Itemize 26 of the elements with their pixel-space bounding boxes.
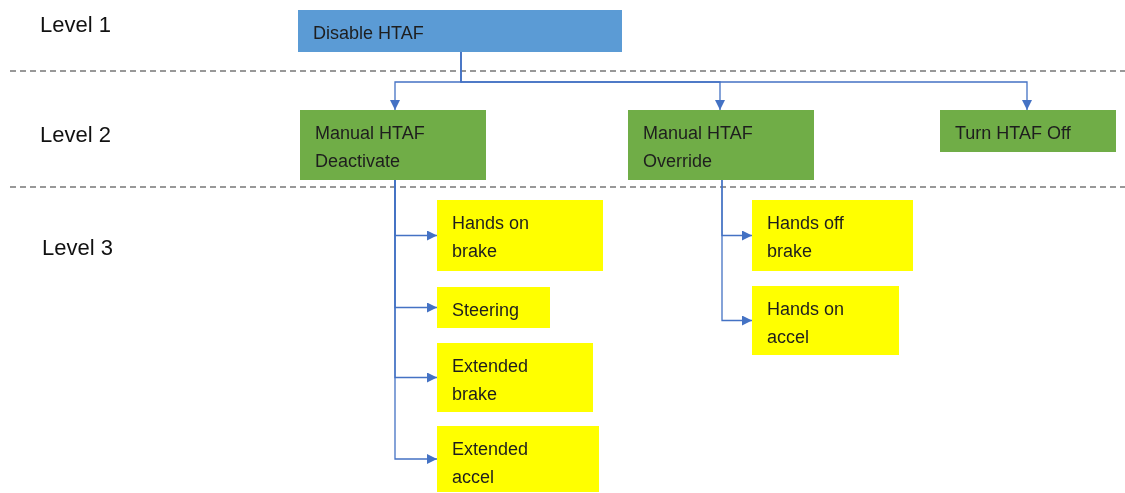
process-box [752,286,899,355]
box-label: Extended accel [452,438,530,489]
box-label: Hands off brake [767,212,845,263]
process-box [437,287,550,328]
process-box [628,110,814,180]
process-box [437,426,599,492]
box-label: Manual HTAF Deactivate [315,122,426,173]
level-label: Level 3 [42,235,113,261]
process-box [437,343,593,412]
box-label: Turn HTAF Off [955,122,1072,145]
process-box [298,10,622,52]
box-label: Extended brake [452,355,530,406]
level-label: Level 2 [40,122,111,148]
box-label: Disable HTAF [313,22,425,45]
process-box [752,200,913,271]
process-box [437,200,603,271]
level-label: Level 1 [40,12,111,38]
box-label: Steering [452,299,521,322]
arrow [394,179,438,464]
arrow [460,51,1032,111]
box-label: Hands on brake [452,212,531,263]
process-box [940,110,1116,152]
box-label: Manual HTAF Override [643,122,754,173]
box-label: Hands on accel [767,298,846,349]
process-box [300,110,486,180]
arrow [721,179,753,326]
